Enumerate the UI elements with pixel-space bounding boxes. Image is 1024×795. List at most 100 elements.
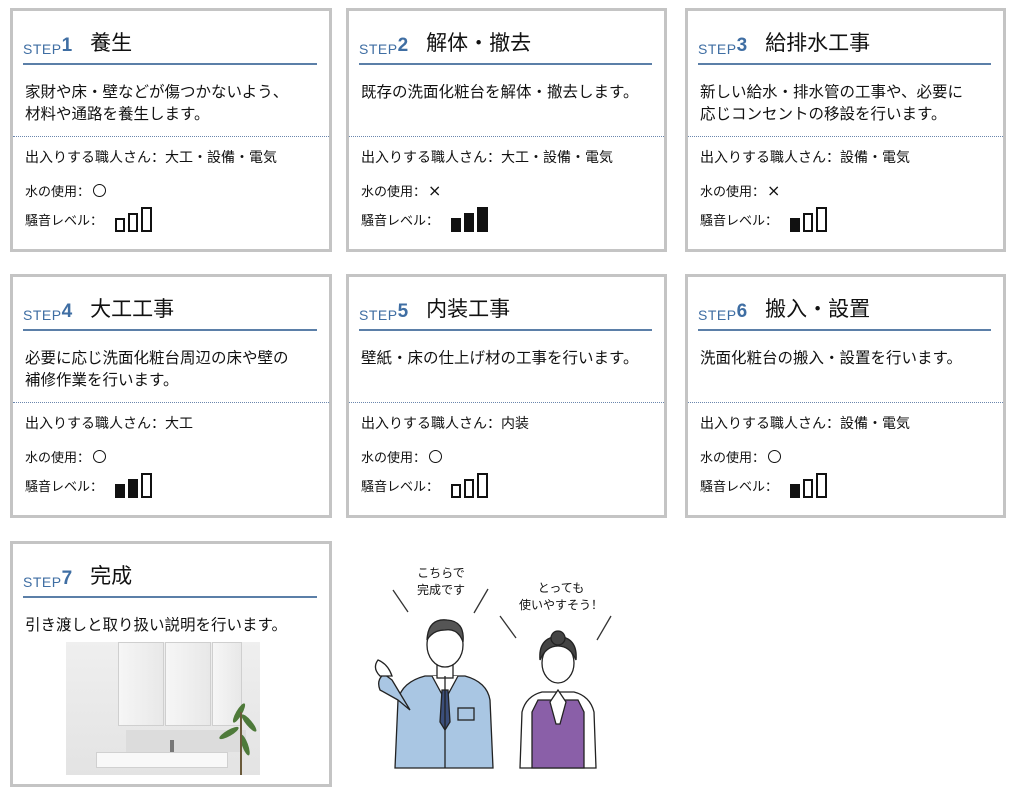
circle-icon xyxy=(429,450,443,463)
worker-neck xyxy=(436,663,454,679)
noise-row: 騒音レベル： xyxy=(700,473,828,498)
step-number: 6 xyxy=(736,301,748,322)
worker-collar xyxy=(431,675,459,702)
step-title: 解体・撤去 xyxy=(426,31,532,55)
cross-icon: × xyxy=(767,181,781,200)
noise-bar xyxy=(451,218,462,232)
customer-apron xyxy=(531,699,585,769)
step-label: STEP xyxy=(698,307,737,323)
workers-value: 大工・設備・電気 xyxy=(165,150,277,166)
noise-bar xyxy=(464,213,475,232)
step-title: 給排水工事 xyxy=(765,31,871,55)
noise-bar xyxy=(128,213,139,232)
step-description: 引き渡しと取り扱い説明を行います。 xyxy=(25,616,287,634)
step-number: 4 xyxy=(61,301,73,322)
circle-icon xyxy=(93,450,107,463)
dotted-divider xyxy=(688,402,1003,403)
noise-level-bars xyxy=(790,473,828,498)
ray xyxy=(499,615,517,639)
customer-speech: とっても使いやすそう！ xyxy=(518,581,603,612)
dotted-divider xyxy=(688,136,1003,137)
ray xyxy=(596,615,612,641)
customer-face xyxy=(541,642,575,684)
mirror-cabinet xyxy=(212,642,242,726)
noise-bar xyxy=(451,484,462,498)
customer-hands xyxy=(549,688,567,725)
noise-row: 騒音レベル： xyxy=(25,473,153,498)
noise-row: 騒音レベル： xyxy=(25,207,153,232)
workers-value: 大工 xyxy=(165,416,193,432)
step-number: 2 xyxy=(397,35,409,56)
worker-pocket xyxy=(457,707,475,721)
noise-row: 騒音レベル： xyxy=(361,207,489,232)
noise-bar xyxy=(477,207,489,232)
step-description: 壁紙・床の仕上げ材の工事を行います。 xyxy=(361,349,639,367)
customer-shirt xyxy=(519,691,597,769)
noise-level-bars xyxy=(451,207,489,232)
step-title: 完成 xyxy=(90,564,133,588)
step-description: 既存の洗面化粧台を解体・撤去します。 xyxy=(361,83,639,101)
noise-bar xyxy=(803,213,814,232)
circle-icon xyxy=(768,450,782,463)
vanity-counter xyxy=(96,752,228,768)
step-description: 家財や床・壁などが傷つかないよう、材料や通路を養生します。 xyxy=(25,83,289,123)
mirror-cabinet xyxy=(118,642,164,726)
ray xyxy=(473,588,489,614)
worker-hair xyxy=(426,619,464,643)
plant-stem xyxy=(240,712,242,775)
noise-bar xyxy=(141,473,153,498)
step-number: 3 xyxy=(736,35,748,56)
noise-bar xyxy=(477,473,489,498)
noise-level-bars xyxy=(451,473,489,498)
worker-speech: こちらで完成です xyxy=(416,566,465,597)
workers-row: 出入りする職人さん：大工・設備・電気 xyxy=(361,147,613,167)
noise-level-bars xyxy=(115,473,153,498)
workers-row: 出入りする職人さん：大工・設備・電気 xyxy=(25,147,277,167)
workers-row: 出入りする職人さん：大工 xyxy=(25,413,193,433)
vanity-photo xyxy=(66,642,260,775)
worker-uniform xyxy=(394,675,494,769)
water-row: 水の使用：× xyxy=(361,181,442,200)
workers-row: 出入りする職人さん：内装 xyxy=(361,413,529,433)
customer-bun xyxy=(550,630,566,646)
workers-value: 設備・電気 xyxy=(840,416,910,432)
step-label: STEP xyxy=(23,41,62,57)
noise-bar xyxy=(816,473,828,498)
step-title: 搬入・設置 xyxy=(765,297,871,321)
step-title: 養生 xyxy=(90,31,133,55)
backsplash xyxy=(126,730,246,752)
step-number: 5 xyxy=(397,301,409,322)
step-label: STEP xyxy=(23,307,62,323)
noise-bar xyxy=(790,484,801,498)
faucet-icon xyxy=(170,740,174,754)
step-description: 新しい給水・排水管の工事や、必要に応じコンセントの移設を行います。 xyxy=(700,83,964,123)
workers-value: 設備・電気 xyxy=(840,150,910,166)
customer-figure xyxy=(519,630,597,769)
water-row: 水の使用：× xyxy=(700,181,781,200)
workers-value: 内装 xyxy=(501,416,529,432)
noise-bar xyxy=(141,207,153,232)
dotted-divider xyxy=(13,136,329,137)
step-label: STEP xyxy=(23,574,62,590)
step-label: STEP xyxy=(359,307,398,323)
noise-level-bars xyxy=(790,207,828,232)
step-description: 洗面化粧台の搬入・設置を行います。 xyxy=(700,349,962,367)
dotted-divider xyxy=(349,136,664,137)
customer-hair xyxy=(539,635,577,661)
worker-tie xyxy=(439,689,451,732)
water-row: 水の使用： xyxy=(25,447,107,466)
